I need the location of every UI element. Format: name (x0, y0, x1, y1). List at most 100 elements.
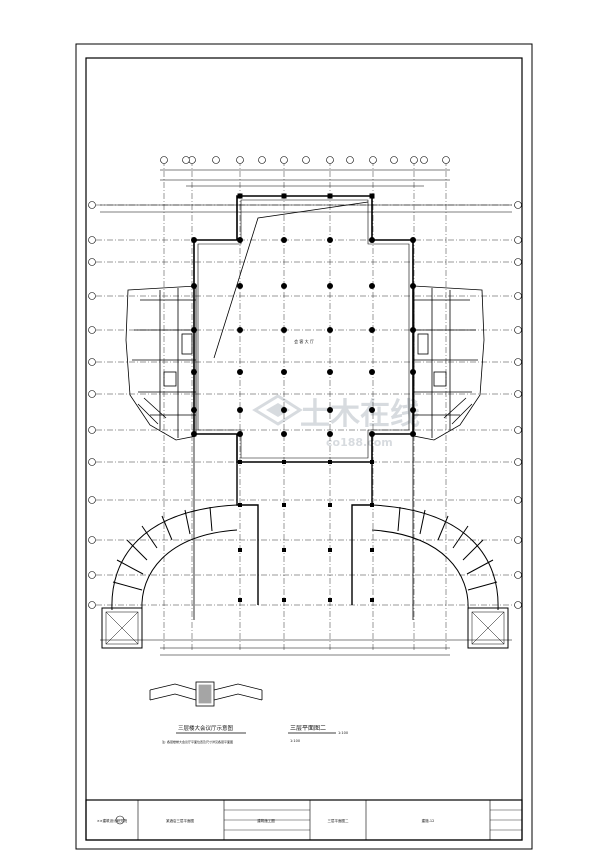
axis-bubble (514, 326, 522, 334)
detail-note: 注: 各层楼梯大会议厅平面位置及尺寸详见各层平面图 (162, 739, 233, 744)
axis-bubble (88, 358, 96, 366)
column (237, 193, 243, 199)
plan-title: 三层平面图二 (290, 725, 326, 732)
column (281, 327, 287, 333)
axis-bubble (258, 156, 266, 164)
axis-bubble (88, 258, 96, 266)
column-grid (191, 193, 416, 602)
column (370, 598, 374, 602)
axis-bubble (514, 496, 522, 504)
column (281, 283, 287, 289)
column (327, 193, 333, 199)
watermark: 土木在线 co188.com (252, 394, 420, 449)
axis-bubble (88, 571, 96, 579)
left-curved-canopy (111, 504, 238, 611)
axis-bubble (88, 601, 96, 609)
axis-bubble (514, 292, 522, 300)
title-block-cell: 某酒店三层平面图 (166, 818, 194, 823)
column (328, 548, 332, 552)
axis-bubble (514, 571, 522, 579)
right-tower (413, 285, 485, 441)
column (327, 283, 333, 289)
axis-bubble (369, 156, 377, 164)
diagonal-route (213, 201, 369, 359)
axis-bubble (280, 156, 288, 164)
axis-bubble (236, 156, 244, 164)
column (370, 503, 374, 507)
column (282, 503, 286, 507)
column (410, 327, 416, 333)
outer-frame (75, 43, 533, 850)
column (282, 548, 286, 552)
column (237, 369, 243, 375)
right-pavilion (467, 607, 509, 649)
column (369, 369, 375, 375)
title-block-cell: ××建筑设计研究院 (97, 818, 128, 823)
left-wing-wall (236, 462, 259, 605)
axis-bubble (88, 496, 96, 504)
right-wing-wall (351, 462, 373, 605)
axis-bubble (514, 426, 522, 434)
column (282, 460, 286, 464)
column (238, 503, 242, 507)
axis-bubble (88, 390, 96, 398)
column (328, 598, 332, 602)
column (369, 193, 375, 199)
column (281, 193, 287, 199)
column (237, 283, 243, 289)
column (237, 431, 243, 437)
axis-bubble (88, 201, 96, 209)
detail-title: 三层楼大会议厅示意图 (178, 724, 234, 732)
column (191, 407, 197, 413)
title-block (85, 799, 523, 841)
bottom-dimensions (100, 639, 512, 656)
column (369, 237, 375, 243)
column (370, 460, 374, 464)
column (191, 369, 197, 375)
column (369, 327, 375, 333)
column (282, 598, 286, 602)
column (327, 407, 333, 413)
axis-bubble (514, 458, 522, 466)
column (281, 237, 287, 243)
axis-grid (88, 156, 522, 650)
column (191, 283, 197, 289)
column (238, 460, 242, 464)
axis-bubble (88, 458, 96, 466)
column (191, 237, 197, 243)
column (237, 407, 243, 413)
detail-sketch (149, 681, 263, 707)
hall-label: 会 客 大 厅 (294, 338, 314, 344)
column (191, 431, 197, 437)
axis-bubble (390, 156, 398, 164)
column (281, 407, 287, 413)
axis-bubble (88, 292, 96, 300)
axis-bubble (182, 156, 190, 164)
left-tower (125, 285, 197, 441)
title-block-cell: 建施-12 (422, 818, 435, 823)
column (410, 369, 416, 375)
column (281, 369, 287, 375)
column (191, 327, 197, 333)
column (410, 407, 416, 413)
top-dimensions (100, 169, 512, 213)
column (327, 237, 333, 243)
title-block-cell: 建筑施工图 (257, 818, 275, 823)
column (369, 407, 375, 413)
column (410, 431, 416, 437)
axis-bubble (514, 358, 522, 366)
column (281, 431, 287, 437)
axis-bubble (88, 536, 96, 544)
axis-bubble (302, 156, 310, 164)
axis-bubble (88, 426, 96, 434)
axis-bubble (410, 156, 418, 164)
column (410, 283, 416, 289)
watermark-sub: co188.com (326, 436, 393, 449)
axis-bubble (212, 156, 220, 164)
column (410, 237, 416, 243)
axis-bubble (346, 156, 354, 164)
axis-bubble (514, 201, 522, 209)
plan-scale: 1:100 (338, 731, 348, 735)
right-curved-canopy (371, 504, 499, 611)
